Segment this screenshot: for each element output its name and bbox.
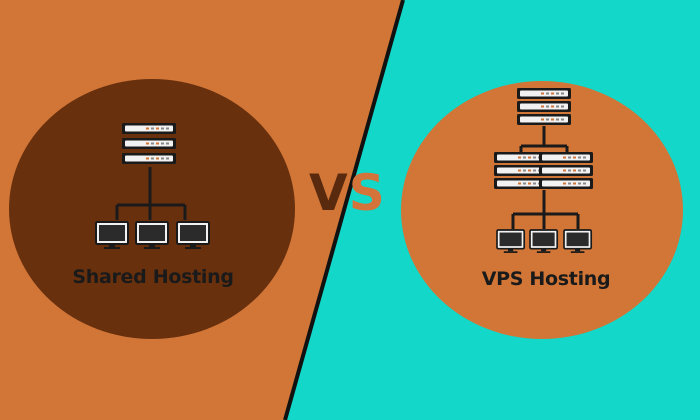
right-vps-stack-right [539, 152, 593, 189]
shared-hosting-title: Shared Hosting [72, 266, 234, 288]
left-server-stack [122, 123, 176, 164]
right-top-server-stack [517, 88, 571, 125]
left-connector [115, 167, 187, 220]
right-connector-bottom [511, 190, 580, 229]
vs-label: VS [309, 168, 386, 218]
vs-letter-s: S [348, 164, 386, 222]
vps-hosting-title: VPS Hosting [481, 268, 611, 290]
left-monitors [95, 221, 210, 250]
vs-letter-v: V [309, 164, 349, 222]
divider-line [283, 0, 405, 420]
right-connector-top [519, 126, 569, 152]
right-circle [401, 81, 683, 339]
left-circle [9, 79, 295, 339]
right-monitors [496, 229, 593, 254]
